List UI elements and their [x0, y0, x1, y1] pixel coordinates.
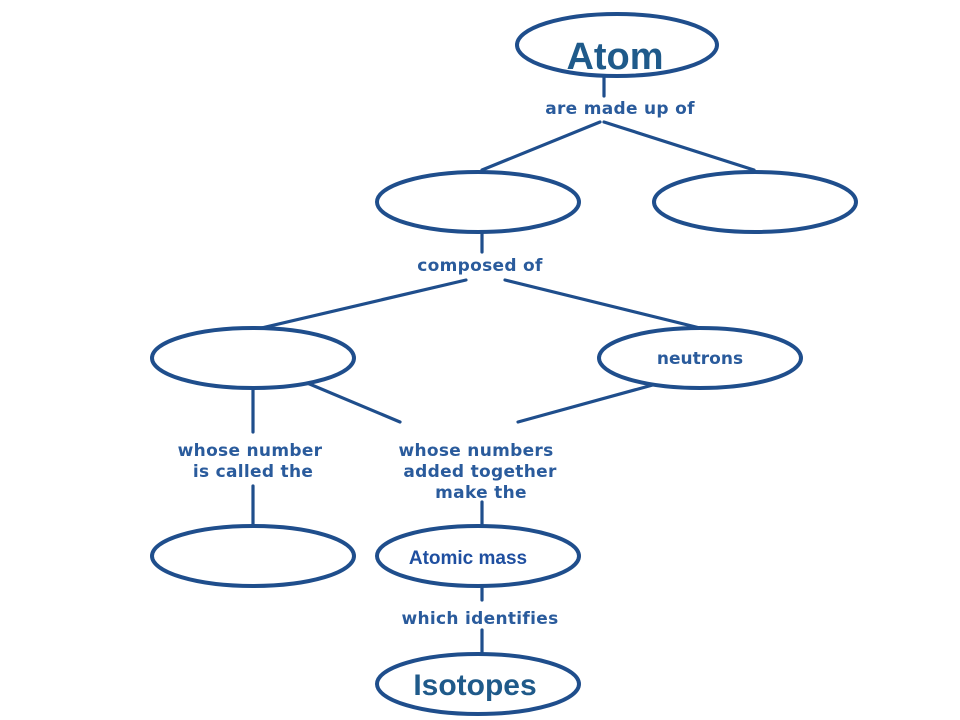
- node-blank-bottom-left: [150, 524, 356, 588]
- edge-neutrons-to-added: [516, 381, 662, 424]
- edge-composed-of-to-neutrons: [503, 278, 702, 330]
- node-neutrons-label: neutrons: [657, 349, 743, 369]
- link-label-composed-of: composed of: [417, 256, 543, 276]
- node-atomic-mass-label: Atomic mass: [409, 548, 527, 569]
- link-label-made-up-of: are made up of: [545, 99, 695, 119]
- link-label-added-line1: whose numbers: [398, 441, 553, 461]
- node-atomic-mass: Atomic mass: [375, 524, 581, 588]
- node-atom: Atom: [515, 12, 719, 78]
- link-label-added-line2: added together: [403, 462, 557, 482]
- link-label-identifies: which identifies: [402, 609, 559, 629]
- node-atom-label: Atom: [566, 36, 663, 78]
- node-neutrons: neutrons: [597, 326, 803, 390]
- link-label-added-line3: make the: [435, 483, 527, 503]
- node-isotopes: Isotopes: [375, 652, 581, 716]
- node-blank-right-level2: [652, 170, 858, 234]
- edge-composed-of-to-left: [251, 278, 468, 332]
- link-label-number-called-line1: whose number: [178, 441, 323, 461]
- node-blank-left-level2: [375, 170, 581, 234]
- edge-left-to-added: [298, 378, 402, 424]
- link-label-number-called-line2: is called the: [193, 462, 313, 482]
- edge-made-up-of-to-left: [480, 120, 602, 172]
- edge-made-up-of-to-right: [602, 120, 756, 172]
- node-isotopes-label: Isotopes: [413, 669, 536, 702]
- node-blank-left-level3: [150, 326, 356, 390]
